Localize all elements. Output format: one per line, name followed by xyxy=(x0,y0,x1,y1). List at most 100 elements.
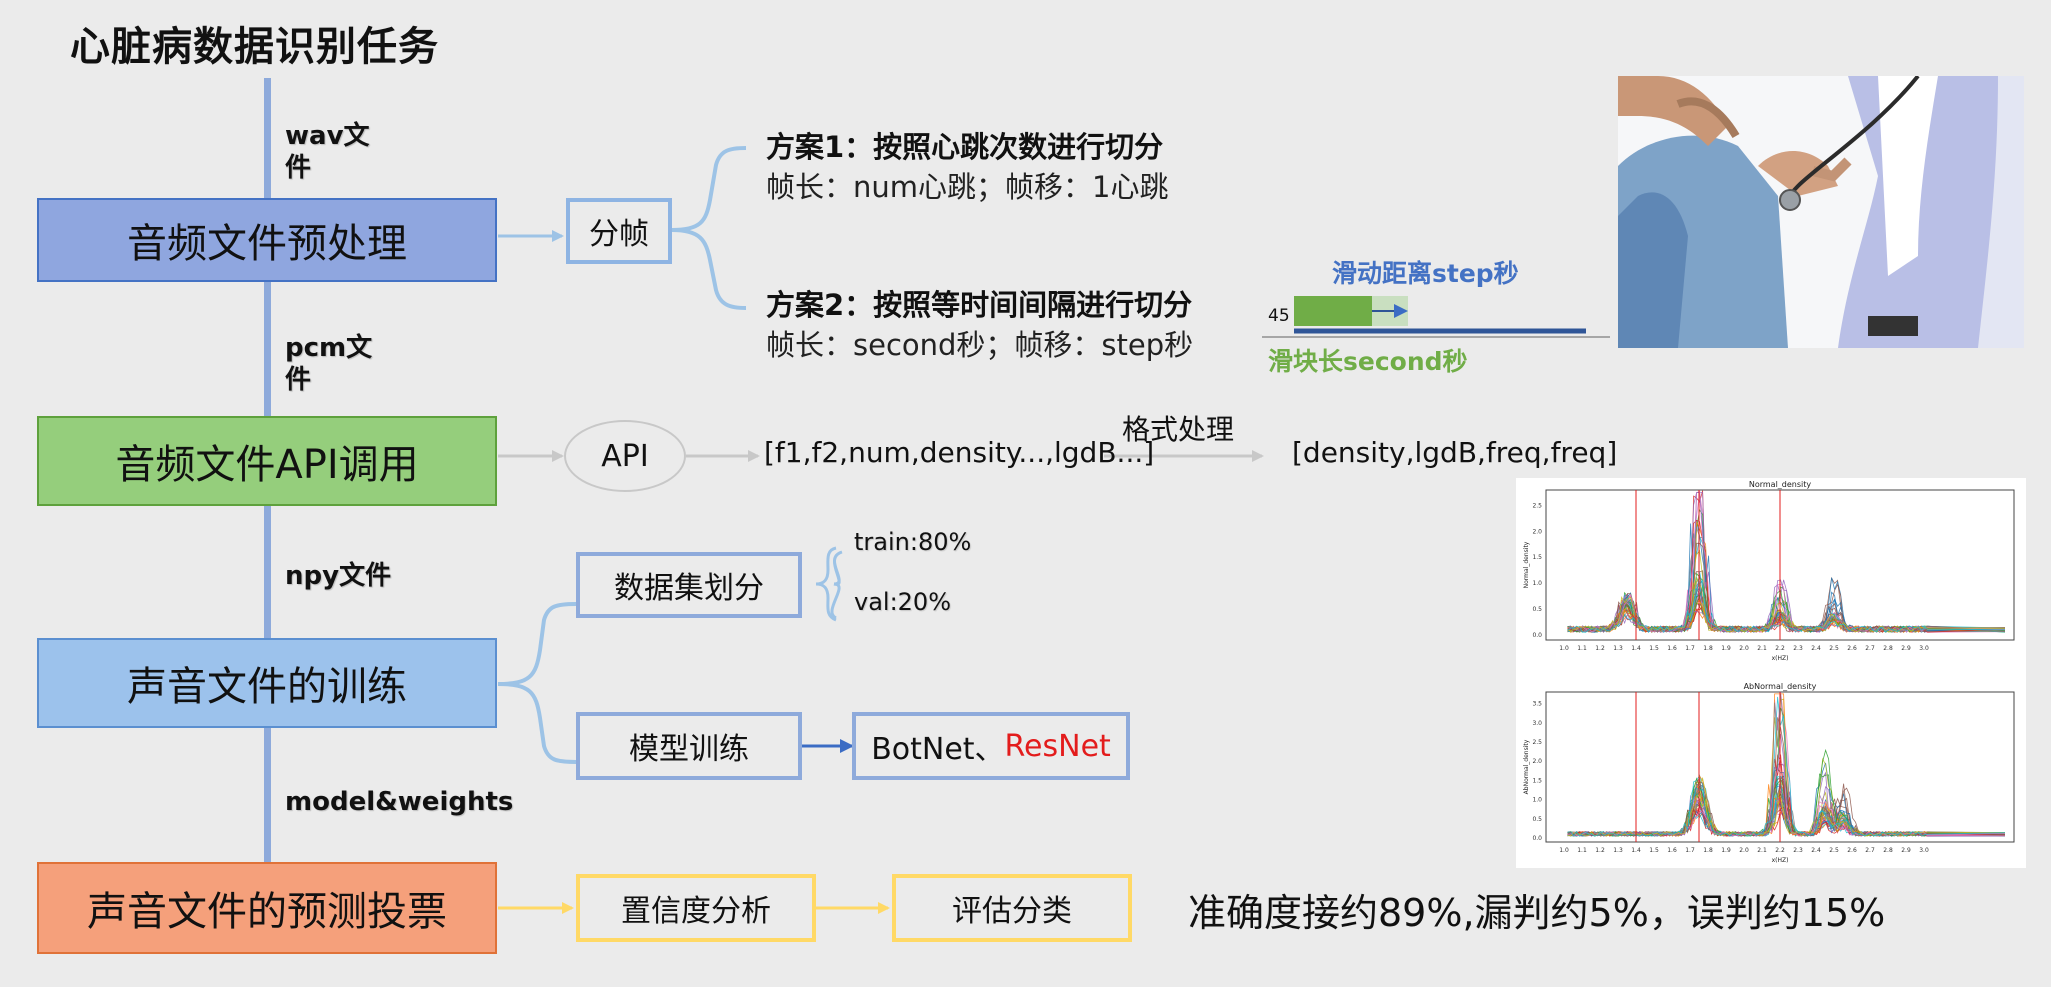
edge-label-npy: npy文件 xyxy=(285,561,392,591)
chart-ytick-1: 3.0 xyxy=(1532,720,1542,727)
chart-xtick-0: 2.5 xyxy=(1829,645,1839,652)
chart-xtick-0: 2.4 xyxy=(1811,645,1821,652)
framing-box-label: 分帧 xyxy=(589,217,649,252)
model-name-botnet: BotNet、 xyxy=(871,732,1005,767)
doctor-stethoscope-photo xyxy=(1618,76,2024,348)
chart-xtick-1: 1.1 xyxy=(1577,847,1587,854)
chart-xtick-0: 2.7 xyxy=(1865,645,1875,652)
chart-ylabel-0: Normal_density xyxy=(1523,541,1530,588)
stage-training-label: 声音文件的训练 xyxy=(127,664,407,710)
framing-box[interactable]: 分帧 xyxy=(566,198,672,264)
chart-xtick-1: 2.7 xyxy=(1865,847,1875,854)
stage-preprocess-label: 音频文件预处理 xyxy=(127,221,407,267)
slider-step-label: 滑动距离step秒 xyxy=(1332,259,1519,288)
stage-training[interactable]: 声音文件的训练 xyxy=(37,638,497,728)
slider-length-label: 滑块长second秒 xyxy=(1268,347,1468,376)
density-curve xyxy=(1567,571,2006,633)
model-name-resnet: ResNet xyxy=(1004,728,1111,764)
chart-xtick-0: 1.0 xyxy=(1559,645,1569,652)
edge-label-wav-line2: 件 xyxy=(285,153,312,183)
plan2-body: 帧长：second秒；帧移：step秒 xyxy=(766,328,1194,362)
chart-xlabel-1: x(HZ) xyxy=(1772,857,1789,864)
chart-xtick-1: 1.9 xyxy=(1721,847,1731,854)
chart-xtick-0: 2.9 xyxy=(1901,645,1911,652)
format-process-label: 格式处理 xyxy=(1122,413,1235,446)
chart-ytick-0: 0.0 xyxy=(1532,632,1542,639)
density-curve xyxy=(1567,587,2006,633)
chart-xtick-0: 1.7 xyxy=(1685,645,1695,652)
model-train-box[interactable]: 模型训练 xyxy=(576,712,802,780)
chart-xtick-0: 1.5 xyxy=(1649,645,1659,652)
chart-ytick-1: 0.0 xyxy=(1532,835,1542,842)
dataset-split-box[interactable]: 数据集划分 xyxy=(576,552,802,618)
chart-xtick-1: 2.2 xyxy=(1775,847,1785,854)
model-train-label: 模型训练 xyxy=(629,732,749,767)
model-names-box[interactable]: BotNet、ResNet xyxy=(852,712,1130,780)
plan1-title: 方案1：按照心跳次数进行切分 xyxy=(766,130,1164,164)
confidence-label: 置信度分析 xyxy=(621,894,771,929)
chart-xtick-0: 1.4 xyxy=(1631,645,1641,652)
chart-xtick-1: 2.6 xyxy=(1847,847,1857,854)
chart-xtick-0: 1.3 xyxy=(1613,645,1623,652)
edge-label-wav-line1: wav文 xyxy=(285,121,370,151)
chart-xtick-0: 2.8 xyxy=(1883,645,1893,652)
chart-xtick-1: 3.0 xyxy=(1919,847,1929,854)
chart-xtick-1: 2.0 xyxy=(1739,847,1749,854)
stage-preprocess[interactable]: 音频文件预处理 xyxy=(37,198,497,282)
split-brace-shape xyxy=(815,546,837,622)
chart-xtick-0: 1.6 xyxy=(1667,645,1677,652)
density-curve xyxy=(1567,754,2006,837)
evaluate-box[interactable]: 评估分类 xyxy=(892,874,1132,942)
chart-xtick-1: 1.7 xyxy=(1685,847,1695,854)
val-ratio: val:20% xyxy=(854,588,952,616)
edge-label-pcm: pcm文 件 xyxy=(285,332,372,396)
chart-ytick-0: 1.0 xyxy=(1532,580,1542,587)
page-title: 心脏病数据识别任务 xyxy=(70,24,439,70)
dataset-split-label: 数据集划分 xyxy=(614,571,764,606)
edge-label-wav: wav文 件 xyxy=(285,120,370,184)
chart-ytick-0: 2.0 xyxy=(1532,528,1542,535)
chart-title-0: Normal_density xyxy=(1749,480,1812,489)
api-node-label: API xyxy=(601,438,649,474)
chart-xtick-1: 2.9 xyxy=(1901,847,1911,854)
chart-xtick-0: 1.2 xyxy=(1595,645,1605,652)
chart-xtick-1: 1.4 xyxy=(1631,847,1641,854)
chart-ytick-0: 0.5 xyxy=(1532,606,1542,613)
chart-xtick-0: 3.0 xyxy=(1919,645,1929,652)
chart-title-1: AbNormal_density xyxy=(1744,682,1817,691)
framing-brace xyxy=(671,146,747,310)
chart-xtick-1: 2.8 xyxy=(1883,847,1893,854)
chart-xtick-0: 1.9 xyxy=(1721,645,1731,652)
chart-ylabel-1: AbNormal_density xyxy=(1523,739,1530,794)
chart-ytick-1: 3.5 xyxy=(1532,701,1542,708)
api-node[interactable]: API xyxy=(564,420,686,492)
training-brace xyxy=(497,602,577,764)
split-brace xyxy=(830,550,843,620)
chart-xtick-1: 1.5 xyxy=(1649,847,1659,854)
chart-xtick-0: 1.1 xyxy=(1577,645,1587,652)
chart-ytick-0: 2.5 xyxy=(1532,503,1542,510)
output-features: [density,lgdB,freq,freq] xyxy=(1292,436,1618,469)
stage-api-call[interactable]: 音频文件API调用 xyxy=(37,416,497,506)
chart-ytick-0: 1.5 xyxy=(1532,554,1542,561)
confidence-box[interactable]: 置信度分析 xyxy=(576,874,816,942)
chart-xtick-1: 2.1 xyxy=(1757,847,1767,854)
chart-xtick-1: 1.2 xyxy=(1595,847,1605,854)
slider-block xyxy=(1294,296,1372,326)
chart-xtick-1: 2.4 xyxy=(1811,847,1821,854)
chart-xtick-1: 2.3 xyxy=(1793,847,1803,854)
chart-ytick-1: 0.5 xyxy=(1532,816,1542,823)
chart-xtick-1: 1.0 xyxy=(1559,847,1569,854)
stage-prediction[interactable]: 声音文件的预测投票 xyxy=(37,862,497,954)
evaluate-label: 评估分类 xyxy=(952,894,1072,929)
chart-ytick-1: 1.5 xyxy=(1532,777,1542,784)
train-ratio: train:80% xyxy=(854,528,972,556)
chart-xtick-0: 2.2 xyxy=(1775,645,1785,652)
density-curve xyxy=(1567,696,2006,837)
photo-illustration xyxy=(1618,76,2024,348)
chart-ytick-1: 1.0 xyxy=(1532,797,1542,804)
edge-label-pcm-line2: 件 xyxy=(285,365,312,395)
feature-list: [f1,f2,num,density...,lgdB...] xyxy=(764,436,1155,469)
